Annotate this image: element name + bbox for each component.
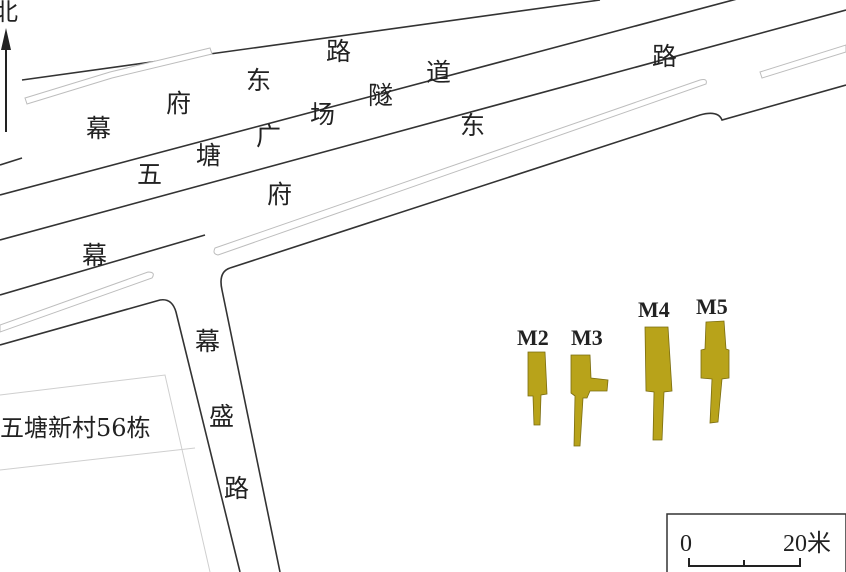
scale-bar: 0 20米 xyxy=(666,513,846,572)
road-medians xyxy=(0,44,846,333)
road-char-musheng-2: 盛 xyxy=(209,402,234,431)
road-char-tunnel-1: 五 xyxy=(137,160,162,189)
road-edge-mufu-north xyxy=(0,9,846,241)
building-outline-56 xyxy=(0,374,211,572)
tomb-m4 xyxy=(644,326,673,441)
median-mufu-west xyxy=(0,271,154,333)
road-edge-far-left xyxy=(0,157,23,166)
road-char-mufu-east-2: 府 xyxy=(166,89,191,118)
block-label-wutang-56: 五塘新村56栋 xyxy=(0,414,151,442)
tomb-m3 xyxy=(570,354,609,447)
road-char-musheng-1: 幕 xyxy=(195,327,220,356)
road-char-tunnel-2: 塘 xyxy=(196,141,221,170)
scale-end-label: 20米 xyxy=(783,530,831,557)
road-char-mufu-east-1: 幕 xyxy=(86,114,111,143)
road-char-tunnel-3: 广 xyxy=(256,122,281,151)
road-char-tunnel-6: 道 xyxy=(426,58,451,87)
road-char-mufu-west-1: 幕 xyxy=(82,241,107,270)
median-top-left xyxy=(24,47,213,105)
road-char-tunnel-5: 隧 xyxy=(368,81,393,110)
road-edge-mufu-south-west xyxy=(0,234,206,296)
tomb-label-m5: M5 xyxy=(696,294,728,319)
road-edge-musheng-east xyxy=(220,267,281,572)
tomb-m5 xyxy=(700,320,730,424)
tomb-label-m4: M4 xyxy=(638,297,670,322)
scale-box xyxy=(666,513,846,572)
tomb-label-m2: M2 xyxy=(517,325,549,350)
road-char-mufu-east-lower-2: 东 xyxy=(460,111,485,140)
road-char-mufu-east-lower-3: 路 xyxy=(652,42,677,71)
building-outline-lower xyxy=(0,447,196,471)
road-edge-musheng-west xyxy=(0,298,241,572)
building-outlines xyxy=(0,374,211,572)
tombs: M2 M3 M4 M5 xyxy=(517,294,730,447)
road-labels: 幕 府 东 路 五 塘 广 场 隧 道 府 东 路 幕 幕 盛 路 xyxy=(82,37,677,503)
road-edge-mufu-south-east xyxy=(229,84,846,269)
road-char-tunnel-4: 场 xyxy=(310,100,335,129)
road-edge-top xyxy=(21,0,601,81)
north-label: 北 xyxy=(0,0,18,26)
tomb-label-m3: M3 xyxy=(571,325,603,350)
road-char-mufu-east-lower-1: 府 xyxy=(267,180,292,209)
north-arrow: 北 xyxy=(0,0,18,132)
median-mufu-east xyxy=(213,79,707,256)
road-char-mufu-east-4: 路 xyxy=(326,37,351,66)
road-char-musheng-3: 路 xyxy=(224,474,249,503)
road-char-mufu-east-3: 东 xyxy=(246,66,271,95)
median-far-right xyxy=(759,44,846,79)
tomb-m2 xyxy=(527,351,548,426)
north-arrow-head xyxy=(1,28,11,50)
scale-start-label: 0 xyxy=(680,531,692,557)
road-edge-divider xyxy=(0,0,737,196)
